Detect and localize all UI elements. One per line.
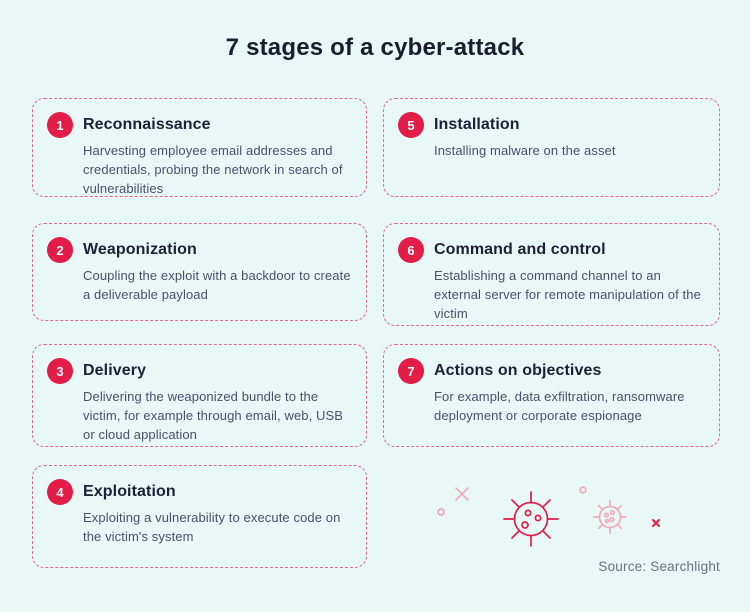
stage-title: Delivery: [83, 362, 147, 379]
stage-card-exploitation: 4 Exploitation Exploiting a vulnerabilit…: [32, 465, 367, 568]
stage-card-weaponization: 2 Weaponization Coupling the exploit wit…: [32, 223, 367, 321]
stage-text: Exploitation Exploiting a vulnerability …: [83, 479, 354, 546]
stage-title: Command and control: [434, 241, 606, 258]
stage-title: Reconnaissance: [83, 116, 211, 133]
stage-number-badge: 3: [47, 358, 73, 384]
stage-title: Actions on objectives: [434, 362, 602, 379]
stage-text: Reconnaissance Harvesting employee email…: [83, 112, 354, 198]
stage-description: Installing malware on the asset: [434, 143, 616, 158]
stage-card-installation: 5 Installation Installing malware on the…: [383, 98, 720, 197]
stage-card-delivery: 3 Delivery Delivering the weaponized bun…: [32, 344, 367, 447]
small-circle-icon: [437, 508, 445, 516]
stage-number-badge: 5: [398, 112, 424, 138]
stage-text: Weaponization Coupling the exploit with …: [83, 237, 354, 304]
stage-text: Actions on objectives For example, data …: [434, 358, 707, 425]
stage-text: Delivery Delivering the weaponized bundl…: [83, 358, 354, 444]
virus-icon-small: [593, 500, 627, 534]
source-attribution: Source: Searchlight: [598, 559, 720, 574]
stage-description: Exploiting a vulnerability to execute co…: [83, 510, 341, 544]
stage-text: Command and control Establishing a comma…: [434, 237, 707, 323]
stage-card-reconnaissance: 1 Reconnaissance Harvesting employee ema…: [32, 98, 367, 197]
stage-description: Delivering the weaponized bundle to the …: [83, 389, 344, 442]
stage-card-command-and-control: 6 Command and control Establishing a com…: [383, 223, 720, 326]
decorative-virus-illustration: [437, 486, 660, 547]
stage-number-badge: 4: [47, 479, 73, 505]
x-mark-small-icon: [652, 519, 660, 527]
page-title: 7 stages of a cyber-attack: [225, 34, 525, 61]
stage-description: Establishing a command channel to an ext…: [434, 268, 701, 321]
stage-description: Coupling the exploit with a backdoor to …: [83, 268, 351, 302]
stage-title: Installation: [434, 116, 520, 133]
stage-description: For example, data exfiltration, ransomwa…: [434, 389, 685, 423]
stage-title: Exploitation: [83, 483, 176, 500]
x-mark-icon: [455, 487, 469, 501]
stage-card-actions-on-objectives: 7 Actions on objectives For example, dat…: [383, 344, 720, 447]
stage-description: Harvesting employee email addresses and …: [83, 143, 343, 196]
stage-number-badge: 7: [398, 358, 424, 384]
stage-title: Weaponization: [83, 241, 197, 258]
virus-icon-large: [503, 491, 559, 547]
small-circle-icon: [579, 486, 587, 494]
stage-number-badge: 2: [47, 237, 73, 263]
stage-number-badge: 1: [47, 112, 73, 138]
stage-number-badge: 6: [398, 237, 424, 263]
stage-text: Installation Installing malware on the a…: [434, 112, 707, 160]
